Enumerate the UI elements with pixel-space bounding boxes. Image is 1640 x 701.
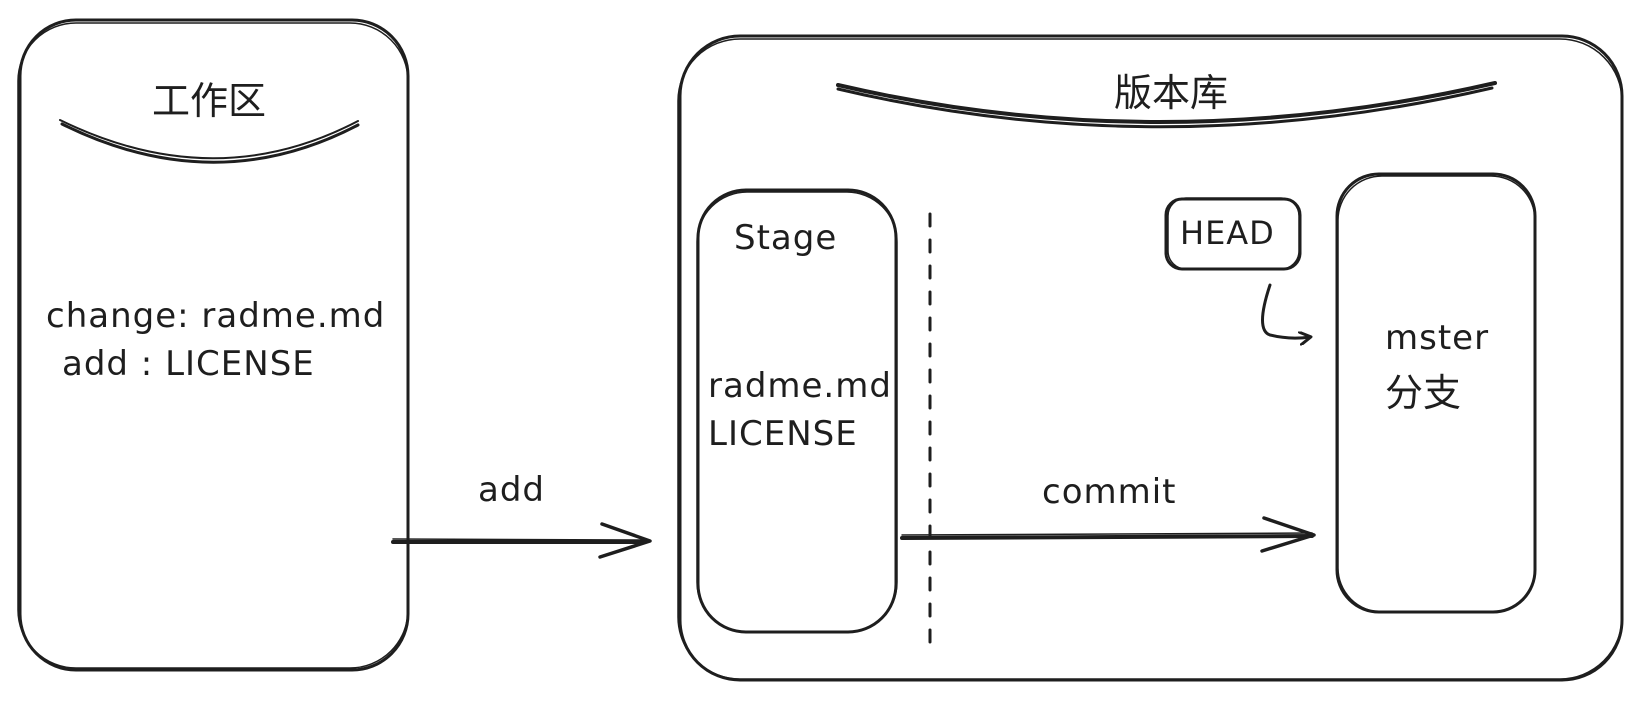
- stage-file-readme: radme.md: [708, 366, 892, 406]
- add-arrow: [391, 522, 652, 559]
- workspace-line-add: add : LICENSE: [62, 344, 315, 384]
- commit-arrow: [900, 516, 1316, 553]
- add-arrow-label: add: [478, 470, 545, 510]
- workspace-box: [17, 18, 410, 672]
- repository-title: 版本库: [1114, 71, 1229, 115]
- branch-box: [1335, 172, 1537, 614]
- head-box: [1164, 197, 1302, 271]
- commit-arrow-label: commit: [1042, 472, 1177, 512]
- head-label: HEAD: [1180, 214, 1275, 252]
- branch-name: mster: [1385, 318, 1490, 358]
- branch-suffix: 分支: [1385, 371, 1462, 415]
- stage-file-license: LICENSE: [708, 414, 858, 454]
- workspace-title: 工作区: [152, 79, 267, 123]
- repository-title-underline: [836, 81, 1497, 129]
- stage-box: [696, 188, 898, 634]
- stage-title: Stage: [734, 218, 838, 258]
- repository-box: [677, 34, 1624, 682]
- head-pointer-arrow: [1261, 283, 1311, 338]
- workspace-title-underline: [59, 119, 360, 164]
- workspace-line-change: change: radme.md: [46, 296, 386, 336]
